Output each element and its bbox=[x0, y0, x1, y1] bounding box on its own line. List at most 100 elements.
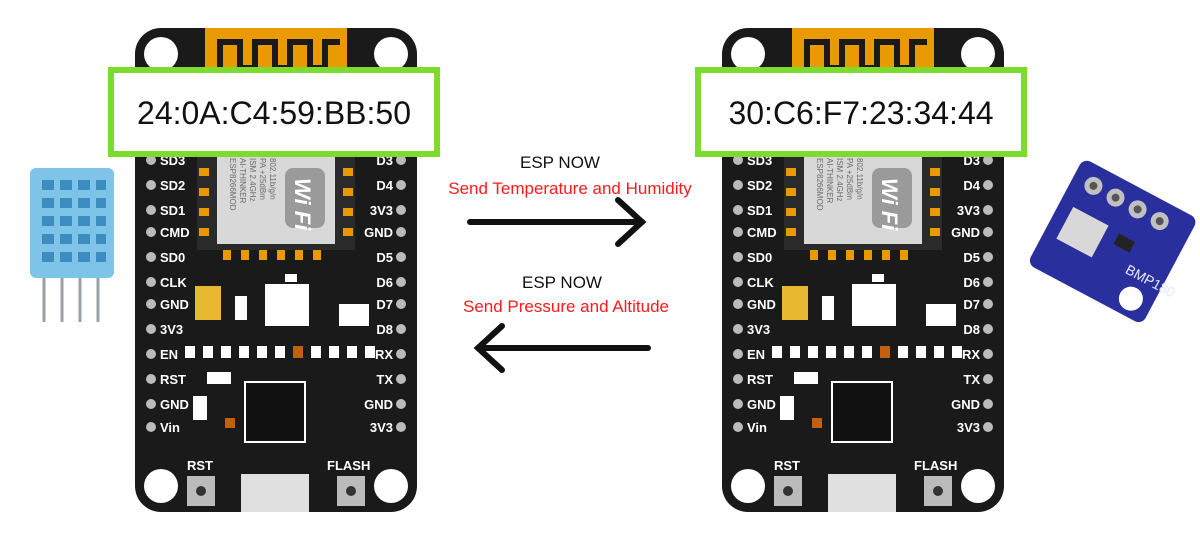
module-text: 802.11b/g/n bbox=[268, 158, 277, 200]
pin-label: D5 bbox=[376, 250, 393, 265]
pin-label: 3V3 bbox=[160, 322, 183, 337]
module-text: 802.11b/g/n bbox=[855, 158, 864, 200]
pin-label: 3V3 bbox=[747, 322, 770, 337]
pin-label: D7 bbox=[963, 297, 980, 312]
pin-label: CMD bbox=[160, 225, 190, 240]
flash-button-label: FLASH bbox=[327, 458, 370, 473]
component-icon bbox=[339, 304, 369, 326]
pin-label: D6 bbox=[376, 275, 393, 290]
rst-button-label: RST bbox=[774, 458, 800, 473]
pin-label: RX bbox=[962, 347, 980, 362]
module-text: ISM 2.4GHz bbox=[835, 158, 844, 202]
module-text: ESP8266MOD bbox=[228, 158, 237, 211]
smd-strip bbox=[772, 346, 962, 358]
capacitor-icon bbox=[782, 286, 808, 320]
module-text: AI-THINKER bbox=[825, 158, 834, 204]
pin-label: 3V3 bbox=[957, 203, 980, 218]
smd-strip bbox=[185, 346, 375, 358]
pin-label: SD2 bbox=[747, 178, 772, 193]
mount-hole-icon bbox=[144, 469, 178, 503]
pin-label: RX bbox=[375, 347, 393, 362]
right-arrow-icon bbox=[467, 197, 647, 247]
pin-label: CMD bbox=[747, 225, 777, 240]
pin-label: GND bbox=[747, 397, 776, 412]
mount-hole-icon bbox=[961, 37, 995, 71]
pin-label: SD1 bbox=[160, 203, 185, 218]
flash-button-label: FLASH bbox=[914, 458, 957, 473]
mac-address-box bbox=[695, 67, 1027, 157]
module-pads bbox=[199, 168, 353, 260]
micro-usb-port-icon bbox=[241, 474, 309, 512]
button-icon bbox=[933, 486, 943, 496]
mount-hole-icon bbox=[374, 469, 408, 503]
mount-hole-icon bbox=[144, 37, 178, 71]
button-icon bbox=[196, 486, 206, 496]
pin-label: D6 bbox=[963, 275, 980, 290]
module-text: PA +25dBm bbox=[258, 158, 267, 200]
pin-label: Vin bbox=[747, 420, 767, 435]
pin-label: GND bbox=[160, 397, 189, 412]
micro-usb-port-icon bbox=[828, 474, 896, 512]
regulator-icon bbox=[265, 284, 309, 326]
mount-hole-icon bbox=[731, 37, 765, 71]
component-icon bbox=[812, 418, 822, 428]
pin-label: CLK bbox=[747, 275, 774, 290]
mount-hole-icon bbox=[731, 469, 765, 503]
pin-label: D5 bbox=[963, 250, 980, 265]
pin-label: RST bbox=[160, 372, 186, 387]
component-icon bbox=[822, 296, 834, 320]
wifi-logo-text: Wi Fi bbox=[290, 178, 315, 231]
rst-button-label: RST bbox=[187, 458, 213, 473]
pin-labels-left: SD3 SD2 SD1 CMD SD0 CLK GND 3V3 EN RST G… bbox=[733, 153, 777, 435]
bmp180-sensor-icon: BMP180 bbox=[1029, 160, 1196, 323]
left-arrow-icon bbox=[473, 323, 651, 373]
right-esp8266-board: ESP8266MOD AI-THINKER ISM 2.4GHz PA +25d… bbox=[695, 28, 1027, 512]
component-icon bbox=[794, 372, 818, 384]
pin-labels-right: D3 D4 3V3 GND D5 D6 D7 D8 RX TX GND 3V3 bbox=[951, 153, 993, 435]
pin-label: SD0 bbox=[160, 250, 185, 265]
pin-label: SD2 bbox=[160, 178, 185, 193]
pin-label: D8 bbox=[963, 322, 980, 337]
pin-label: 3V3 bbox=[370, 203, 393, 218]
pin-label: GND bbox=[364, 397, 393, 412]
pin-label: GND bbox=[951, 397, 980, 412]
component-icon bbox=[235, 296, 247, 320]
wifi-logo-icon bbox=[872, 168, 912, 228]
component-icon bbox=[225, 418, 235, 428]
pin-label: GND bbox=[364, 225, 393, 240]
pin-label: EN bbox=[160, 347, 178, 362]
pin-label: EN bbox=[747, 347, 765, 362]
module-text: ISM 2.4GHz bbox=[248, 158, 257, 202]
pin-label: D8 bbox=[376, 322, 393, 337]
button-icon bbox=[783, 486, 793, 496]
top-protocol-label: ESP NOW bbox=[520, 153, 600, 172]
regulator-icon bbox=[852, 284, 896, 326]
component-icon bbox=[193, 396, 207, 420]
pin-label: RST bbox=[747, 372, 773, 387]
pin-label: CLK bbox=[160, 275, 187, 290]
pin-label: GND bbox=[747, 297, 776, 312]
usb-serial-chip-icon bbox=[831, 381, 893, 443]
dht-sensor-icon bbox=[30, 168, 114, 322]
pin-label: SD0 bbox=[747, 250, 772, 265]
component-icon bbox=[926, 304, 956, 326]
pin-labels-right: D3 D4 3V3 GND D5 D6 D7 D8 RX TX GND 3V3 bbox=[364, 153, 406, 435]
pin-label: D4 bbox=[963, 178, 980, 193]
module-text: ESP8266MOD bbox=[815, 158, 824, 211]
usb-serial-chip-icon bbox=[244, 381, 306, 443]
mac-address-box bbox=[108, 67, 440, 157]
module-text: PA +25dBm bbox=[845, 158, 854, 200]
bottom-arrow-group: ESP NOW Send Pressure and Altitude bbox=[463, 273, 669, 373]
mac-address-text: 24:0A:C4:59:BB:50 bbox=[137, 95, 411, 131]
pin-label: SD1 bbox=[747, 203, 772, 218]
module-text: AI-THINKER bbox=[238, 158, 247, 204]
wifi-logo-text: Wi Fi bbox=[877, 178, 902, 231]
top-arrow-group: ESP NOW Send Temperature and Humidity bbox=[448, 153, 692, 247]
capacitor-icon bbox=[195, 286, 221, 320]
pin-labels-left: SD3 SD2 SD1 CMD SD0 CLK GND 3V3 EN RST G… bbox=[146, 153, 190, 435]
component-icon bbox=[780, 396, 794, 420]
pin-label: TX bbox=[376, 372, 393, 387]
button-icon bbox=[346, 486, 356, 496]
bottom-protocol-label: ESP NOW bbox=[522, 273, 602, 292]
top-message-label: Send Temperature and Humidity bbox=[448, 179, 692, 198]
